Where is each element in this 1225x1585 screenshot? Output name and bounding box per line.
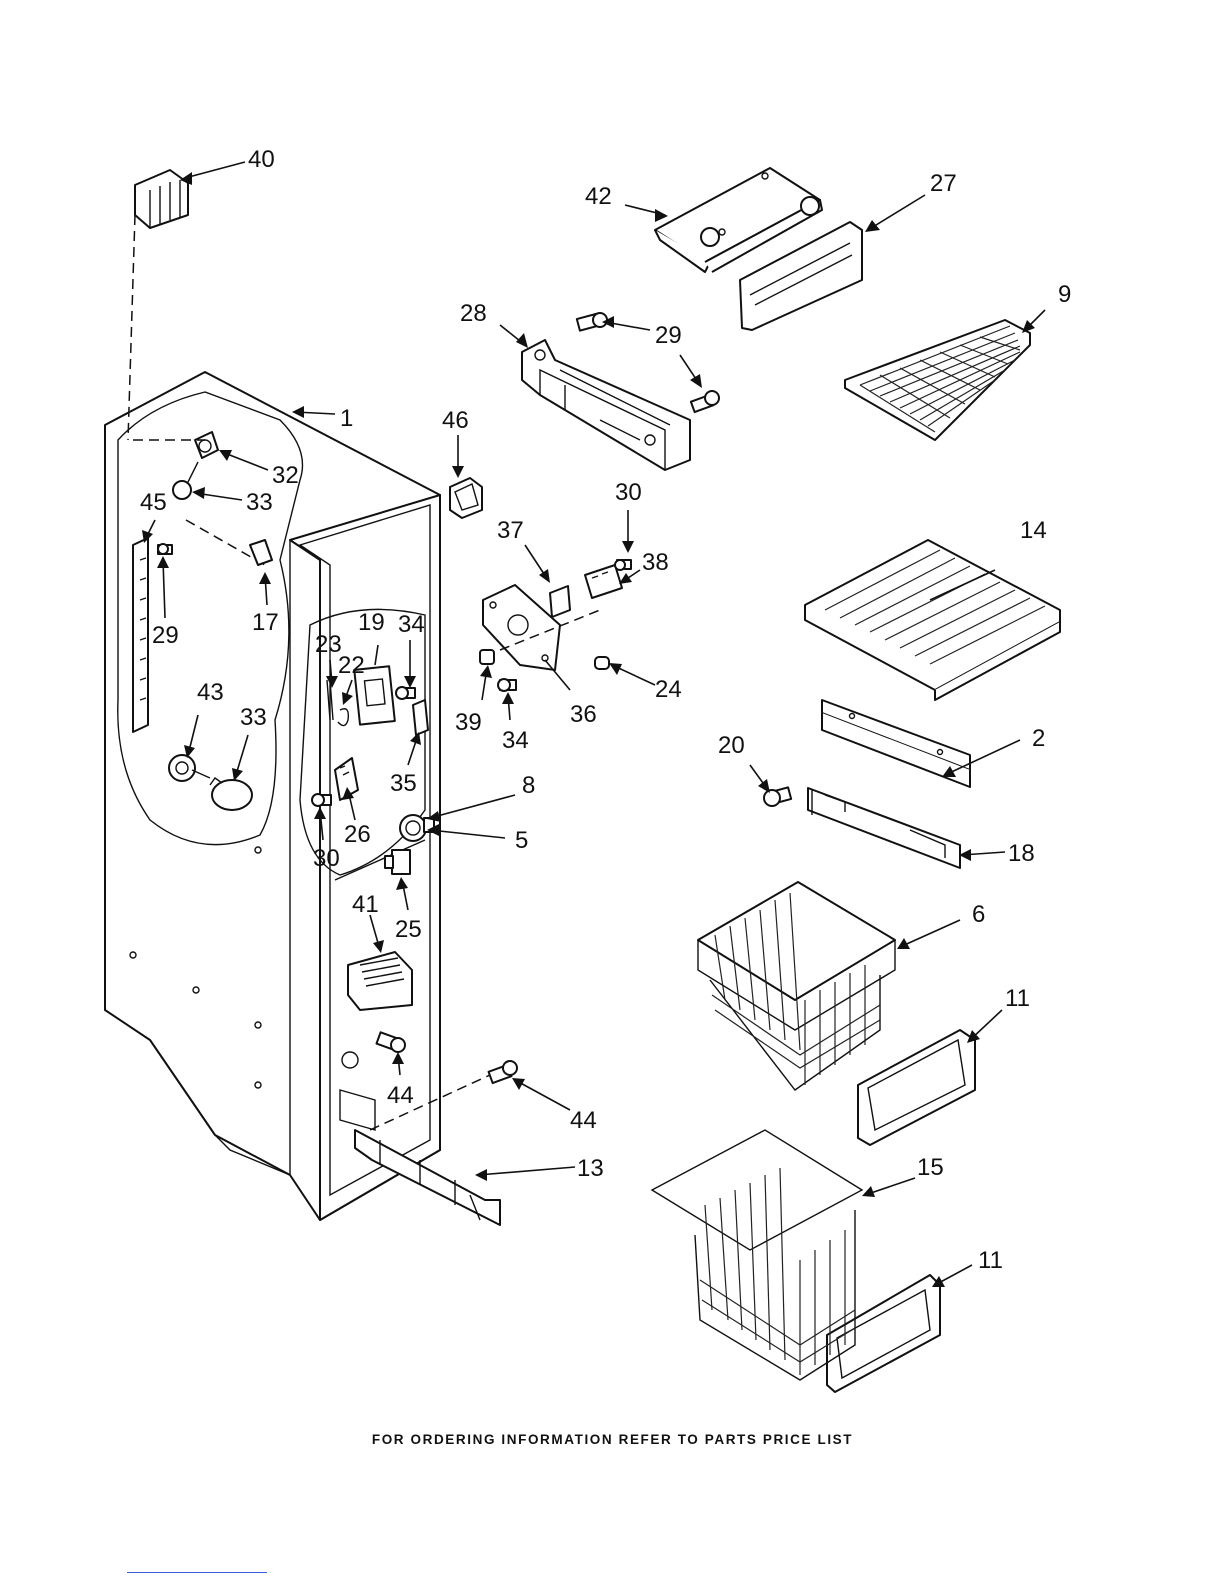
callout-11-lower: 11	[978, 1247, 1003, 1274]
part-35-clip	[413, 700, 428, 735]
part-9-wire-shelf	[845, 320, 1030, 440]
ordering-info-note: FOR ORDERING INFORMATION REFER TO PARTS …	[0, 1432, 1225, 1447]
part-14-shelf	[805, 540, 1060, 700]
callout-15: 15	[917, 1154, 944, 1181]
callout-33-lower: 33	[240, 704, 267, 731]
callout-42: 42	[585, 183, 612, 210]
callout-45: 45	[140, 489, 167, 516]
callout-39: 39	[455, 709, 482, 736]
callout-20: 20	[718, 732, 745, 759]
screw-34-left	[396, 687, 415, 699]
callout-25: 25	[395, 916, 422, 943]
callout-28: 28	[460, 300, 487, 327]
callout-34-lower: 34	[502, 727, 529, 754]
callout-26: 26	[344, 821, 371, 848]
part-15-basket	[652, 1130, 862, 1380]
leader-dashed-40	[128, 215, 135, 440]
callout-35: 35	[390, 770, 417, 797]
callout-37: 37	[497, 517, 524, 544]
part-38-board	[585, 565, 622, 598]
callout-17: 17	[252, 609, 279, 636]
callout-40: 40	[248, 146, 275, 173]
callout-33-upper: 33	[246, 489, 273, 516]
callout-18: 18	[1008, 840, 1035, 867]
callout-27: 27	[930, 170, 957, 197]
part-28-bracket	[522, 340, 690, 470]
part-6-basket	[698, 882, 895, 1090]
callout-5: 5	[515, 827, 528, 854]
screw-44-upper	[489, 1061, 517, 1083]
callout-43: 43	[197, 679, 224, 706]
callout-11-upper: 11	[1005, 985, 1030, 1012]
part-11-handle-lower	[827, 1275, 940, 1392]
part-24-plug	[595, 657, 609, 669]
callout-41: 41	[352, 891, 379, 918]
callout-19: 19	[358, 609, 385, 636]
callout-44-lower: 44	[387, 1082, 414, 1109]
callout-44-right: 44	[570, 1107, 597, 1134]
callout-30-upper: 30	[615, 479, 642, 506]
part-40-bracket	[135, 170, 188, 228]
callout-8: 8	[522, 772, 535, 799]
part-46-cap	[450, 478, 482, 518]
screw-30-right	[615, 560, 631, 570]
callout-22: 22	[338, 652, 365, 679]
callout-38: 38	[642, 549, 669, 576]
callout-46: 46	[442, 407, 469, 434]
page-link-underline[interactable]	[127, 1572, 267, 1573]
screw-34-right	[498, 679, 516, 691]
part-11-handle-upper	[858, 1030, 975, 1145]
part-39-plug	[480, 650, 494, 664]
part-45-strip	[133, 538, 148, 732]
callout-6: 6	[972, 901, 985, 928]
part-18-rail	[808, 788, 960, 868]
callout-2: 2	[1032, 725, 1045, 752]
callout-34-upper: 34	[398, 611, 425, 638]
part-37-bracket	[550, 586, 570, 617]
callout-14: 14	[1020, 517, 1047, 544]
screw-29-left	[158, 544, 172, 554]
screw-30-left	[312, 794, 331, 806]
callout-9: 9	[1058, 281, 1071, 308]
callout-13: 13	[577, 1155, 604, 1182]
callout-1: 1	[340, 405, 353, 432]
screw-29-lower	[691, 391, 719, 412]
callout-36: 36	[570, 701, 597, 728]
callout-24: 24	[655, 676, 682, 703]
callout-30-lower: 30	[313, 845, 340, 872]
callout-29-left: 29	[152, 622, 179, 649]
callout-32: 32	[272, 462, 299, 489]
callout-29-upper: 29	[655, 322, 682, 349]
